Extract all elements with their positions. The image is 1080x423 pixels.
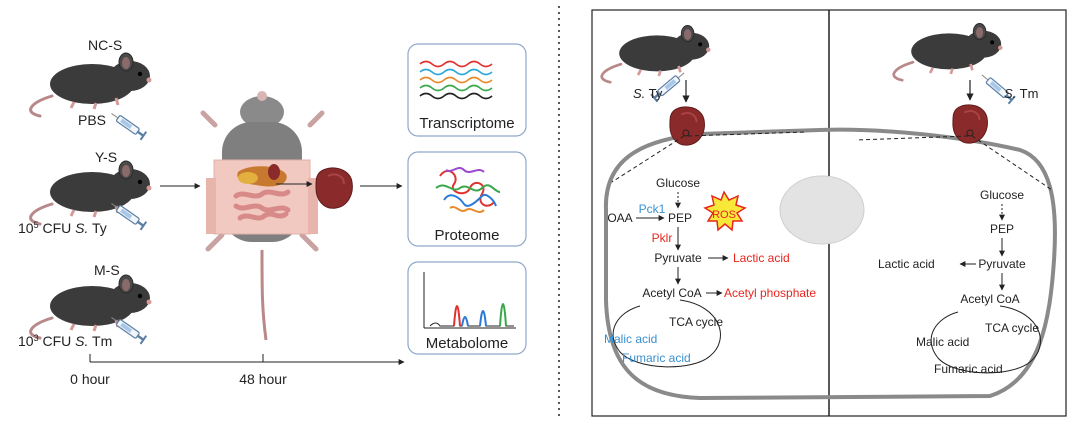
metabolite-glucose: Glucose [656, 176, 700, 190]
treatment-label: PBS [78, 112, 106, 128]
group-label: Y-S [95, 149, 117, 165]
strain-label: S. Tm [1004, 86, 1038, 101]
metabolome-panel: Metabolome [407, 261, 527, 355]
metabolite-acetyl-coa: Acetyl CoA [642, 286, 701, 300]
tca-cycle-label: TCA cycle [985, 321, 1039, 335]
group-m-s: M-S 103 CFU S. Tm [18, 262, 153, 349]
ros-label: ROS [712, 209, 736, 221]
ros-burst-icon: ROS [703, 190, 747, 232]
metabolite-fumaric-acid: Fumaric acid [934, 362, 1003, 376]
metabolite-pep: PEP [990, 222, 1014, 236]
timeline: 0 hour 48 hour [70, 354, 405, 387]
metabolite-fumaric-acid: Fumaric acid [622, 351, 691, 365]
liver-icon [668, 105, 706, 147]
omics-label: Transcriptome [419, 115, 514, 132]
dissected-mouse-icon [200, 91, 325, 341]
transcriptome-panel: Transcriptome [407, 43, 527, 137]
liver-icon [951, 103, 989, 145]
nucleus [779, 175, 865, 245]
group-label: M-S [94, 262, 120, 278]
syringe-icon [107, 108, 148, 142]
proteome-panel: Proteome [407, 151, 527, 247]
metabolite-glucose: Glucose [980, 188, 1024, 202]
metabolite-malic-acid: Malic acid [916, 335, 969, 349]
mouse-icon [29, 51, 153, 118]
strain-label: S. Ty [633, 86, 663, 101]
metabolite-oaa: OAA [607, 211, 632, 225]
metabolite-acetyl-phosphate: Acetyl phosphate [724, 286, 816, 300]
omics-label: Metabolome [426, 335, 509, 352]
right-infection: S. Tm [855, 22, 1053, 191]
metabolite-pyruvate: Pyruvate [654, 251, 702, 265]
left-infection: S. Ty [600, 24, 807, 183]
treatment-label: 105 CFU S. Ty [18, 220, 107, 236]
metabolite-malic-acid: Malic acid [604, 332, 657, 346]
tca-cycle-label: TCA cycle [669, 315, 723, 329]
liver-icon [315, 166, 354, 210]
group-y-s: Y-S 105 CFU S. Ty [18, 149, 153, 236]
left-pathway: Glucose OAA Pck1 PEP ROS Pklr Pyruvate L… [604, 176, 816, 368]
enzyme-pck1: Pck1 [639, 202, 666, 216]
metabolite-lactic-acid: Lactic acid [733, 251, 790, 265]
treatment-label: 103 CFU S. Tm [18, 333, 112, 349]
timeline-start-label: 0 hour [70, 371, 110, 387]
metabolite-lactic-acid: Lactic acid [878, 257, 935, 271]
group-nc-s: NC-S PBS [29, 37, 153, 142]
metabolite-pyruvate: Pyruvate [978, 257, 1026, 271]
metabolite-acetyl-coa: Acetyl CoA [960, 292, 1019, 306]
group-label: NC-S [88, 37, 122, 53]
enzyme-pklr: Pklr [652, 231, 673, 245]
timeline-end-label: 48 hour [239, 371, 287, 387]
metabolite-pep: PEP [668, 211, 692, 225]
right-pathway: Glucose PEP Pyruvate Lactic acid Acetyl … [878, 188, 1041, 376]
omics-label: Proteome [434, 227, 499, 244]
